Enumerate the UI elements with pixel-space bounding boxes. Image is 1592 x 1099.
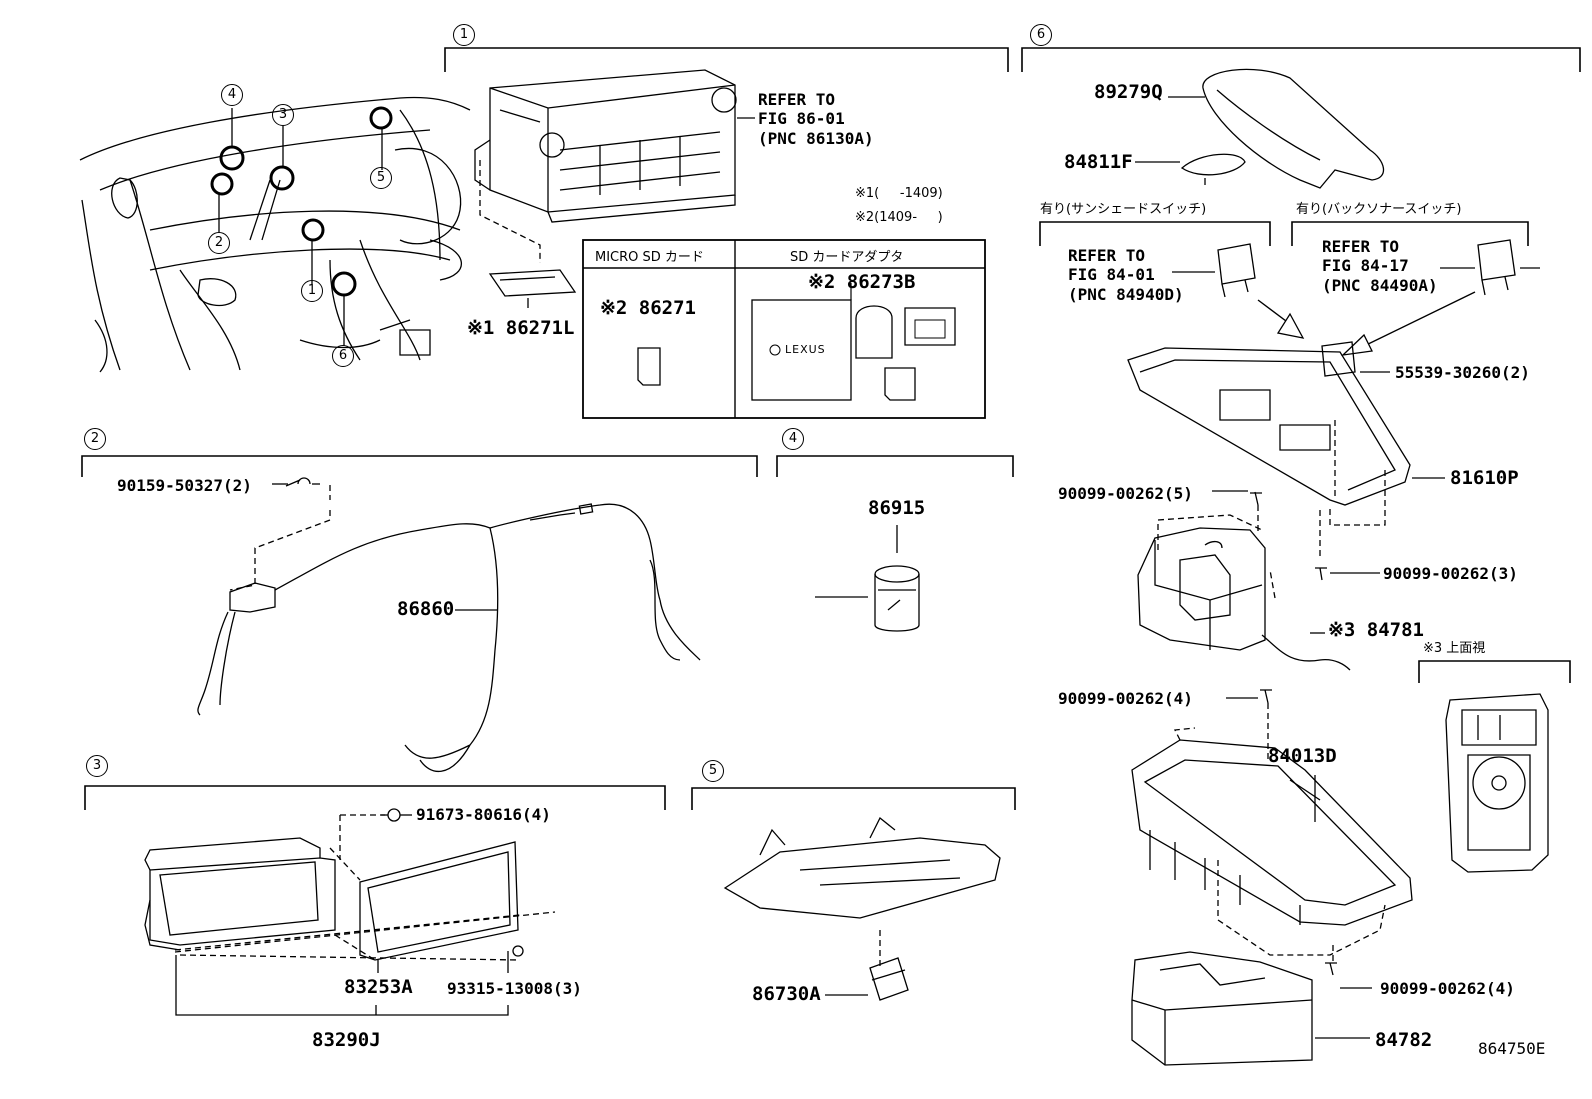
lexus-logo: LEXUS — [785, 343, 826, 356]
refer-right-1: REFER TO — [1322, 237, 1400, 256]
section-number-3: 3 — [86, 755, 108, 777]
top-view-label: ※3 上面視 — [1423, 641, 1486, 656]
refer-line-3: (PNC 86130A) — [758, 129, 874, 148]
wire-harness-illustration — [197, 477, 701, 773]
leader-lines — [455, 267, 1540, 611]
refer-left-3: (PNC 84940D) — [1068, 285, 1184, 304]
sd-card-table — [582, 239, 986, 419]
overview-callout-4: 4 — [221, 84, 243, 106]
screw-90099-00262-4-bottom: 90099-00262(4) — [1380, 979, 1515, 998]
dashboard-overview-illustration — [79, 96, 471, 373]
screw-90159-50327: 90159-50327(2) — [117, 476, 252, 495]
screw-90099-00262-5: 90099-00262(5) — [1058, 484, 1193, 503]
head-unit-illustration — [474, 69, 737, 308]
section-brackets — [81, 47, 1581, 810]
refer-right-2: FIG 84-17 — [1322, 256, 1409, 275]
section-number-2: 2 — [84, 428, 106, 450]
table-header-micro-sd: MICRO SD カード — [595, 250, 704, 265]
part-81610P: 81610P — [1450, 467, 1519, 489]
note-back-sonar-switch: 有り(バックソナースイッチ) — [1296, 202, 1462, 217]
part-86273B: ※2 86273B — [808, 271, 916, 293]
note-sunshade-switch: 有り(サンシェードスイッチ) — [1040, 202, 1207, 217]
part-86271L: ※1 86271L — [467, 317, 575, 339]
screw-90099-00262-4-top: 90099-00262(4) — [1058, 689, 1193, 708]
overview-callout-6: 6 — [332, 345, 354, 367]
overview-callout-2: 2 — [208, 232, 230, 254]
overview-callout-1: 1 — [301, 280, 323, 302]
note-2: ※2(1409- ) — [855, 210, 943, 225]
part-83290J: 83290J — [312, 1029, 381, 1051]
console-illustration — [1127, 68, 1549, 1066]
part-84781: ※3 84781 — [1328, 619, 1424, 641]
cluster-illustration — [144, 808, 556, 1016]
refer-right-3: (PNC 84490A) — [1322, 276, 1438, 295]
part-84811F: 84811F — [1064, 151, 1133, 173]
part-86860: 86860 — [397, 598, 455, 620]
refer-line-2: FIG 86-01 — [758, 109, 845, 128]
drawing-number: 864750E — [1478, 1039, 1546, 1058]
section-number-1: 1 — [453, 24, 475, 46]
refer-left-1: REFER TO — [1068, 246, 1146, 265]
screw-91673-80616: 91673-80616(4) — [416, 805, 551, 824]
part-86271: ※2 86271 — [600, 297, 696, 319]
overview-callout-3: 3 — [272, 104, 294, 126]
part-86915: 86915 — [868, 497, 926, 519]
table-header-sd-adapter: SD カードアダプタ — [790, 250, 904, 265]
part-55539-30260: 55539-30260(2) — [1395, 363, 1530, 382]
part-84782: 84782 — [1375, 1029, 1433, 1051]
refer-line-1: REFER TO — [758, 90, 836, 109]
note-1: ※1( -1409) — [855, 186, 943, 201]
screw-93315-13008: 93315-13008(3) — [447, 979, 582, 998]
section-number-5: 5 — [702, 760, 724, 782]
part-84013D: 84013D — [1268, 745, 1337, 767]
section-number-6: 6 — [1030, 24, 1052, 46]
part-86730A: 86730A — [752, 983, 821, 1005]
screw-90099-00262-3: 90099-00262(3) — [1383, 564, 1518, 583]
overview-callout-5: 5 — [370, 167, 392, 189]
section-number-4: 4 — [782, 428, 804, 450]
refer-left-2: FIG 84-01 — [1068, 265, 1155, 284]
console-lamp-illustration — [723, 816, 1001, 1001]
part-83253A: 83253A — [344, 976, 413, 998]
part-89279Q: 89279Q — [1094, 81, 1163, 103]
socket-illustration — [874, 525, 920, 632]
